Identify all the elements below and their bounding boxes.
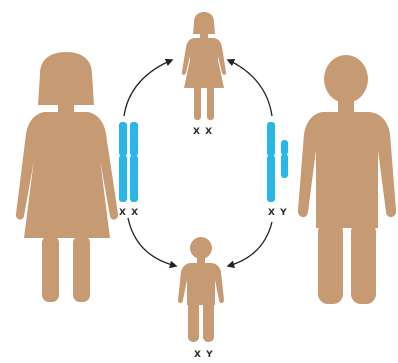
arrow-mother-to-daughter (123, 58, 174, 117)
y-chromosome (281, 140, 288, 178)
mother-chromosomes (119, 122, 138, 202)
arrow-mother-to-son (127, 217, 178, 269)
mother-chromosome-label: X X (119, 208, 139, 218)
x-chromosome (267, 122, 275, 202)
mother-figure (15, 52, 119, 302)
arrow-father-to-son (226, 221, 273, 269)
son-chromosome-label: X Y (194, 350, 214, 360)
arrow-father-to-daughter (226, 59, 273, 117)
x-chromosome (130, 122, 138, 202)
daughter-figure (181, 12, 227, 120)
daughter-chromosome-label: X X (193, 127, 213, 137)
son-figure (178, 237, 224, 342)
father-figure (297, 55, 397, 304)
x-chromosome (119, 122, 127, 202)
father-chromosome-label: X Y (268, 208, 288, 218)
inheritance-arrows (123, 58, 273, 269)
father-chromosomes (267, 122, 288, 202)
